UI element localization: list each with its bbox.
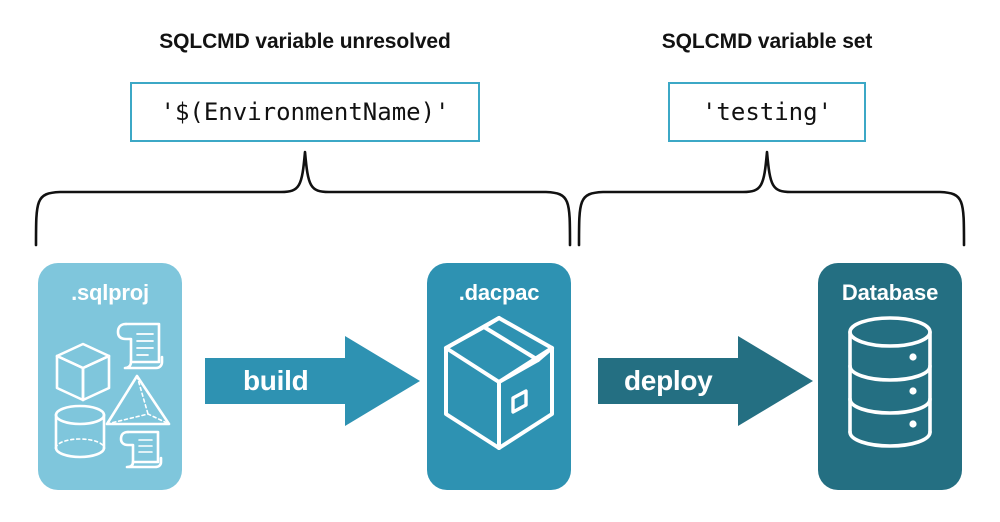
stage-panel-database: Database: [818, 263, 962, 490]
pyramid-icon: [105, 374, 171, 426]
arrow-build: build: [205, 336, 420, 426]
stage-label-database: Database: [841, 280, 939, 305]
stage-panel-dacpac: .dacpac: [427, 263, 571, 490]
dacpac-artwork: [438, 310, 560, 465]
code-box-environment-name: '$(EnvironmentName)': [130, 82, 480, 142]
cylinder-icon: [54, 404, 106, 459]
code-value-unresolved: '$(EnvironmentName)': [160, 98, 450, 126]
package-box-icon: [444, 316, 554, 450]
code-value-set: 'testing': [701, 98, 833, 126]
brace-left: [34, 150, 572, 247]
scroll-icon: [119, 430, 163, 469]
database-artwork: [835, 310, 945, 463]
section-title-unresolved: SQLCMD variable unresolved: [159, 30, 451, 53]
arrow-deploy: deploy: [598, 336, 813, 426]
code-box-testing: 'testing': [668, 82, 866, 142]
arrow-deploy-shape: [598, 336, 813, 426]
database-cylinder-icon: [848, 316, 932, 448]
stage-label-dacpac: .dacpac: [458, 280, 540, 305]
section-title-set: SQLCMD variable set: [661, 30, 873, 53]
arrow-build-label: build: [243, 365, 309, 396]
stage-panel-sqlproj: .sqlproj: [38, 263, 182, 490]
arrow-build-shape: [205, 336, 420, 426]
brace-right: [577, 150, 966, 247]
stage-label-sqlproj: .sqlproj: [71, 280, 149, 305]
scroll-icon: [116, 322, 164, 370]
cube-icon: [55, 342, 111, 402]
arrow-deploy-label: deploy: [624, 365, 713, 396]
sqlproj-artwork: [45, 310, 175, 475]
